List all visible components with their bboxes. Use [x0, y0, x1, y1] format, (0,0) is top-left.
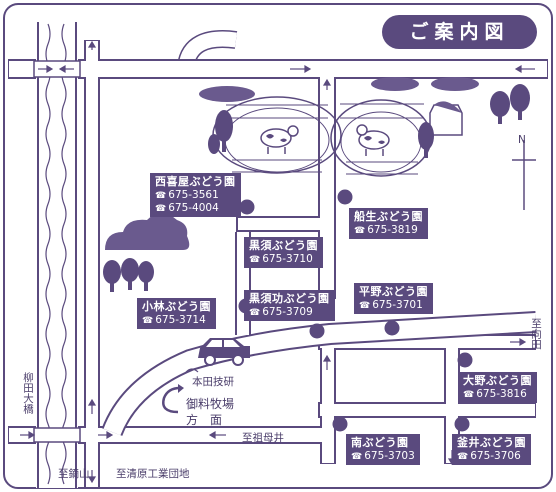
page-title: ご案内図: [382, 15, 537, 49]
vineyard-phone: 675-3710: [262, 252, 313, 265]
river: [33, 22, 81, 488]
place-mukaida: 至向田: [530, 318, 542, 350]
telephone-icon: ☎: [142, 315, 154, 326]
telephone-icon: ☎: [354, 225, 366, 236]
place-sobohai: 至祖母井: [242, 432, 284, 444]
vineyard-phone: 675-3816: [476, 387, 527, 400]
vineyard-name: 船生ぶどう園: [354, 210, 423, 223]
telephone-icon: ☎: [351, 451, 363, 462]
north-arrow: [512, 140, 536, 210]
car-icon: [185, 338, 250, 373]
vineyard-phone: 675-3819: [367, 223, 418, 236]
telephone-icon: ☎: [249, 254, 261, 265]
vineyard-phone: 675-3561: [168, 188, 219, 201]
vineyard-name: 黒須功ぶどう園: [249, 292, 330, 305]
vineyard-label-nishikiya: 西喜屋ぶどう園 ☎675-3561 ☎675-4004: [150, 173, 241, 218]
vineyard-label-kurosu: 黒須ぶどう園 ☎675-3710: [244, 237, 323, 268]
vineyard-name: 小林ぶどう園: [142, 300, 211, 313]
vineyard-phone: 675-3701: [372, 298, 423, 311]
vineyard-phone: 675-3714: [155, 313, 206, 326]
vineyard-label-kamai: 釜井ぶどう園 ☎675-3706: [452, 434, 531, 465]
trees-left: [103, 213, 190, 292]
telephone-icon: ☎: [463, 389, 475, 400]
place-honda: 本田技研: [192, 376, 234, 388]
road-network-fill: [9, 41, 547, 487]
telephone-icon: ☎: [359, 300, 371, 311]
place-kaburayama: 至鏑山: [58, 468, 90, 480]
ranch-right: [330, 77, 530, 177]
direction-arrow-ranch: [162, 384, 184, 414]
vineyard-label-minami: 南ぶどう園 ☎675-3703: [346, 434, 420, 465]
vineyard-label-ono: 大野ぶどう園 ☎675-3816: [458, 372, 537, 403]
vineyard-label-hirano: 平野ぶどう園 ☎675-3701: [354, 283, 433, 314]
telephone-icon: ☎: [155, 190, 167, 201]
place-ranch: 御料牧場: [186, 397, 235, 411]
place-kiyohara: 至清原工業団地: [116, 468, 190, 480]
vineyard-phone: 675-4004: [168, 202, 219, 214]
vineyard-phone: 675-3703: [364, 449, 415, 462]
place-yanagita-bridge: 柳田大橋: [22, 372, 34, 414]
telephone-icon: ☎: [155, 204, 167, 214]
place-ranch-direction: 方 面: [186, 413, 223, 427]
vineyard-label-kobayashi: 小林ぶどう園 ☎675-3714: [137, 298, 216, 329]
vineyard-name: 西喜屋ぶどう園: [155, 175, 236, 188]
north-label: N: [518, 134, 526, 146]
vineyard-name: 平野ぶどう園: [359, 285, 428, 298]
vineyard-name: 大野ぶどう園: [463, 374, 532, 387]
vineyard-name: 南ぶどう園: [351, 436, 409, 449]
vineyard-name: 黒須ぶどう園: [249, 239, 318, 252]
telephone-icon: ☎: [249, 307, 261, 318]
vineyard-name: 釜井ぶどう園: [457, 436, 526, 449]
road-main-curve: [101, 232, 537, 437]
vineyard-phone: 675-3706: [470, 449, 521, 462]
vineyard-label-kurosu-isao: 黒須功ぶどう園 ☎675-3709: [244, 290, 335, 321]
telephone-icon: ☎: [457, 451, 469, 462]
vineyard-phone: 675-3709: [262, 305, 313, 318]
ranch-left: [199, 86, 342, 174]
vineyard-label-funao: 船生ぶどう園 ☎675-3819: [349, 208, 428, 239]
vineyard-markers: [238, 189, 473, 432]
